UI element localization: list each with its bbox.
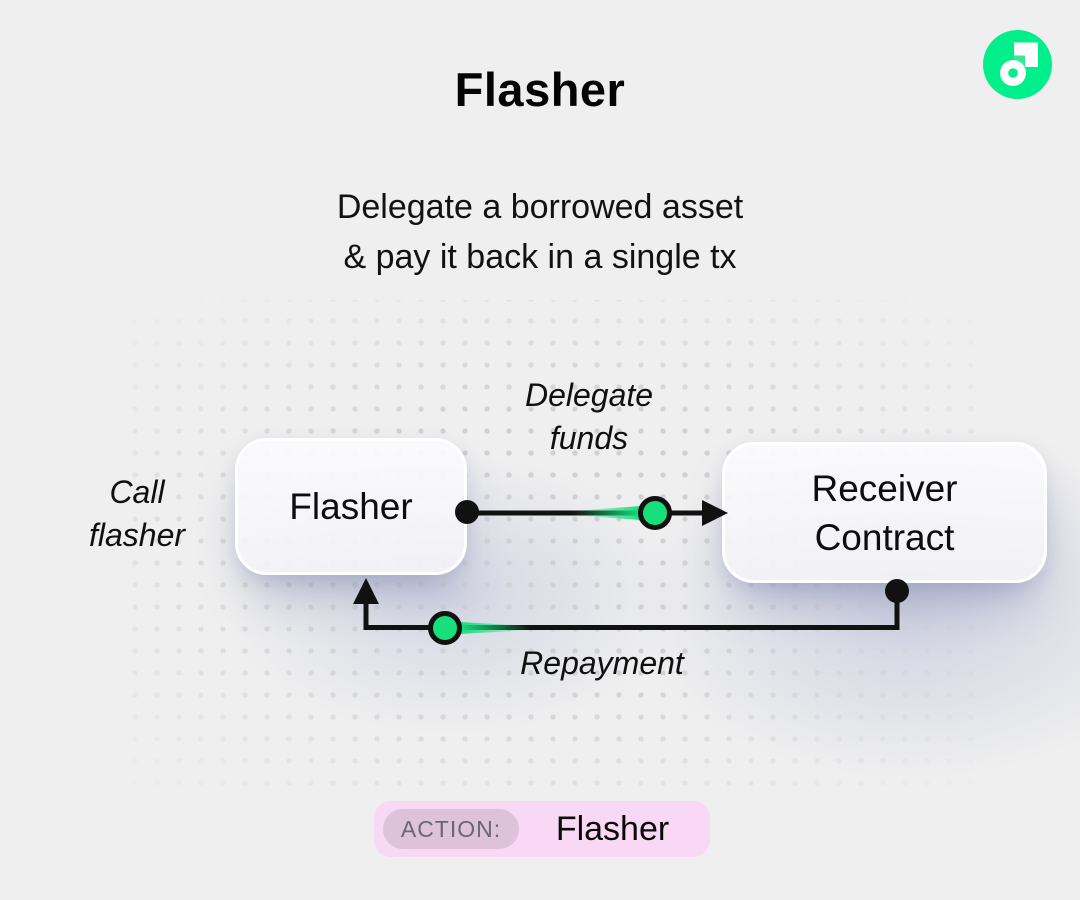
action-badge-label: ACTION: [383, 809, 519, 849]
delegate-funds-line1: Delegate [524, 377, 654, 413]
page-title: Flasher [454, 63, 626, 116]
action-badge: ACTION: Flasher [374, 801, 710, 857]
call-flasher-line1: Call [109, 474, 165, 510]
subtitle-line1: Delegate a borrowed asset [336, 188, 744, 226]
flow-logo-icon [983, 30, 1052, 99]
flow-logo-stem [1025, 55, 1038, 67]
flow-logo-svg [983, 30, 1052, 99]
subtitle-line2: & pay it back in a single tx [343, 238, 737, 276]
delegate-funds-label: Delegate funds [459, 374, 719, 460]
subtitle: Delegate a borrowed asset & pay it back … [0, 182, 1080, 282]
receiver-node-line1: Receiver [811, 467, 958, 509]
delegate-funds-line2: funds [549, 420, 629, 456]
receiver-node-line2: Contract [814, 516, 955, 558]
call-flasher-label: Call flasher [27, 471, 247, 557]
receiver-contract-node: Receiver Contract [722, 442, 1047, 583]
action-badge-value: Flasher [555, 809, 670, 848]
flow-logo-flag [1014, 42, 1038, 56]
flasher-node-label: Flasher [289, 486, 413, 527]
flow-logo-loop-hole [1008, 68, 1018, 78]
call-flasher-line2: flasher [88, 517, 186, 553]
flow-logo-notch [1014, 55, 1025, 67]
repayment-label: Repayment [520, 645, 684, 681]
flasher-node: Flasher [235, 438, 467, 575]
